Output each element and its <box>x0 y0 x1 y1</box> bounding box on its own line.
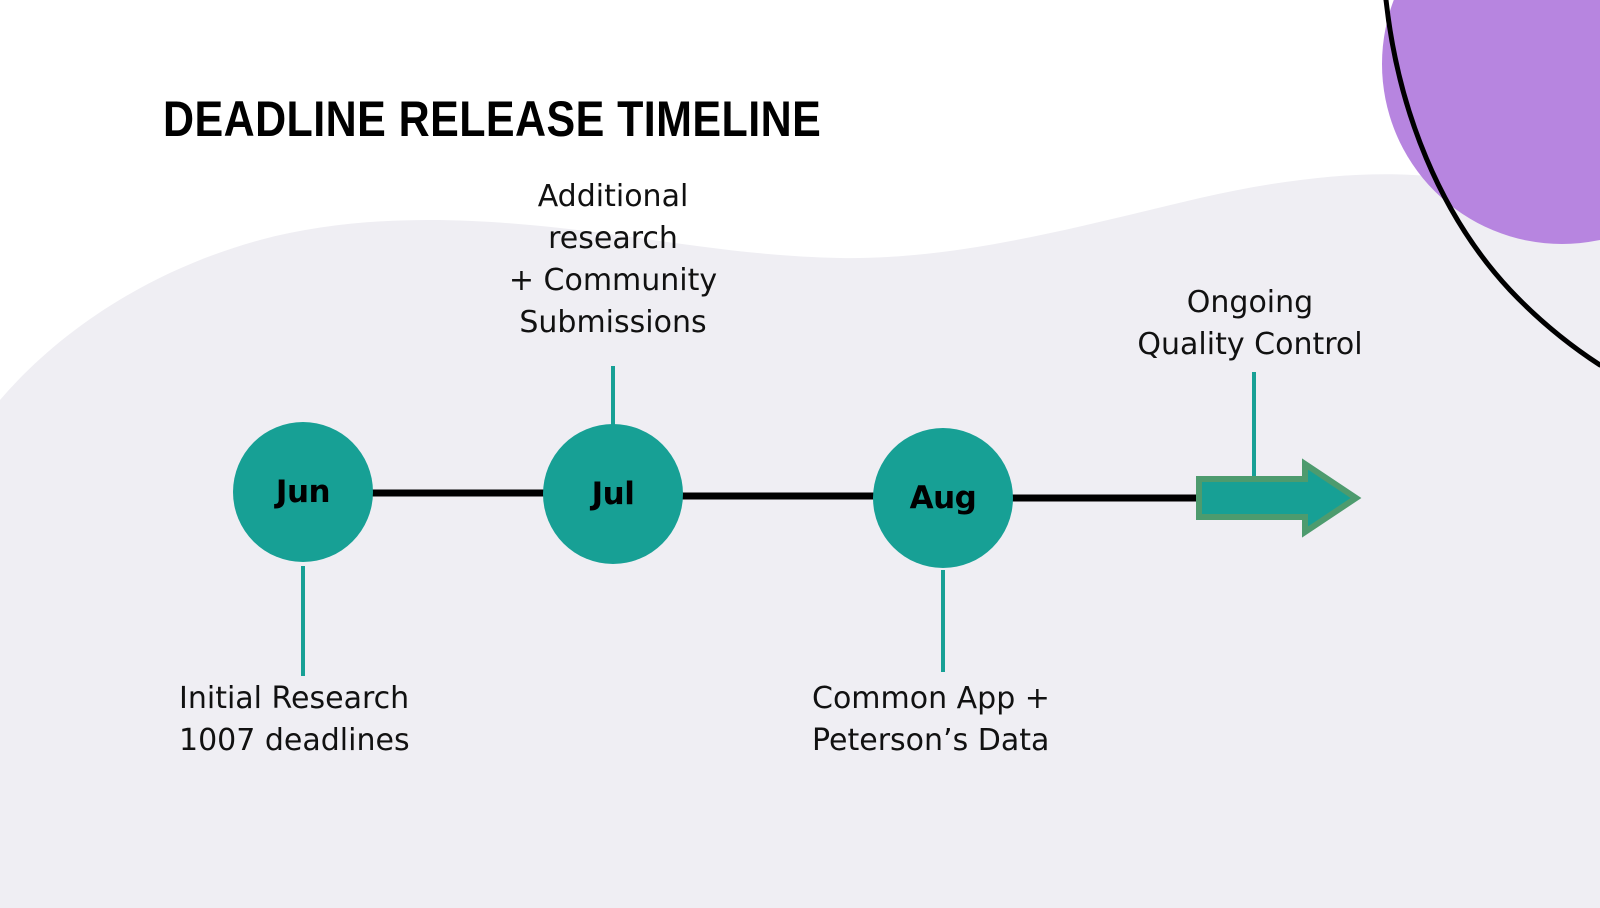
caption-aug: Common App + Peterson’s Data <box>812 681 1050 758</box>
milestone-label-aug: Aug <box>909 480 977 516</box>
caption-jul: Additional research + Community Submissi… <box>508 179 718 340</box>
page-title: DEADLINE RELEASE TIMELINE <box>163 91 822 147</box>
milestone-node-jul[interactable] <box>543 424 683 564</box>
decorative-arc <box>1383 0 1600 368</box>
caption-ongoing: Ongoing Quality Control <box>1137 285 1363 362</box>
background-blob <box>0 174 1600 908</box>
caption-jun: Initial Research 1007 deadlines <box>179 681 410 758</box>
ongoing-arrow-icon <box>1196 458 1362 538</box>
milestone-label-jun: Jun <box>275 474 331 510</box>
milestone-node-aug[interactable] <box>873 428 1013 568</box>
milestone-node-jun[interactable] <box>233 422 373 562</box>
milestone-label-jul: Jul <box>591 476 635 512</box>
